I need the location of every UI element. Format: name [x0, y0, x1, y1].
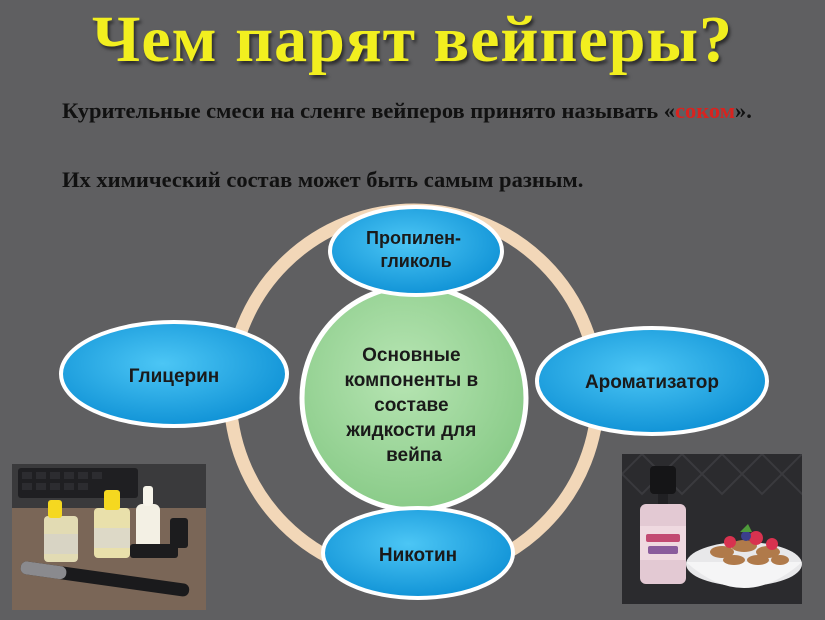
page-title: Чем парят вейперы?	[91, 3, 734, 76]
cereal-image	[622, 454, 802, 604]
node-top-line-1: Пропилен-	[366, 228, 461, 248]
intro-paragraph: Курительные смеси на сленге вейперов при…	[20, 96, 804, 126]
intro-text-before: Курительные смеси на сленге вейперов при…	[62, 98, 675, 123]
center-line-2: компоненты в	[344, 370, 478, 391]
node-top-line-2: гликоль	[380, 251, 451, 271]
center-line-3: составе	[374, 395, 448, 416]
node-flavoring-label: Ароматизатор	[585, 372, 719, 393]
center-line-5: вейпа	[386, 445, 442, 466]
intro-text-after: ».	[735, 98, 752, 123]
node-nicotine-label: Никотин	[379, 545, 457, 566]
intro-second-line: Их химический состав может быть самым ра…	[62, 167, 584, 192]
bottles-image	[12, 464, 206, 610]
node-nicotine	[321, 506, 515, 600]
node-glycerin	[59, 320, 289, 428]
center-line-4: жидкости для	[345, 420, 476, 441]
intro-highlight-word: соком	[674, 98, 736, 123]
eliquid-bottles-photo	[12, 464, 206, 610]
center-label: Основные компоненты в составе жидкости д…	[344, 345, 483, 466]
flavoring-cereal-photo	[622, 454, 802, 604]
node-flavoring	[535, 326, 769, 436]
node-glycerin-label: Глицерин	[129, 366, 220, 387]
center-line-1: Основные	[362, 345, 460, 366]
node-propylene-glycol-label: Пропилен- гликоль	[366, 228, 466, 271]
node-propylene-glycol	[328, 205, 504, 297]
